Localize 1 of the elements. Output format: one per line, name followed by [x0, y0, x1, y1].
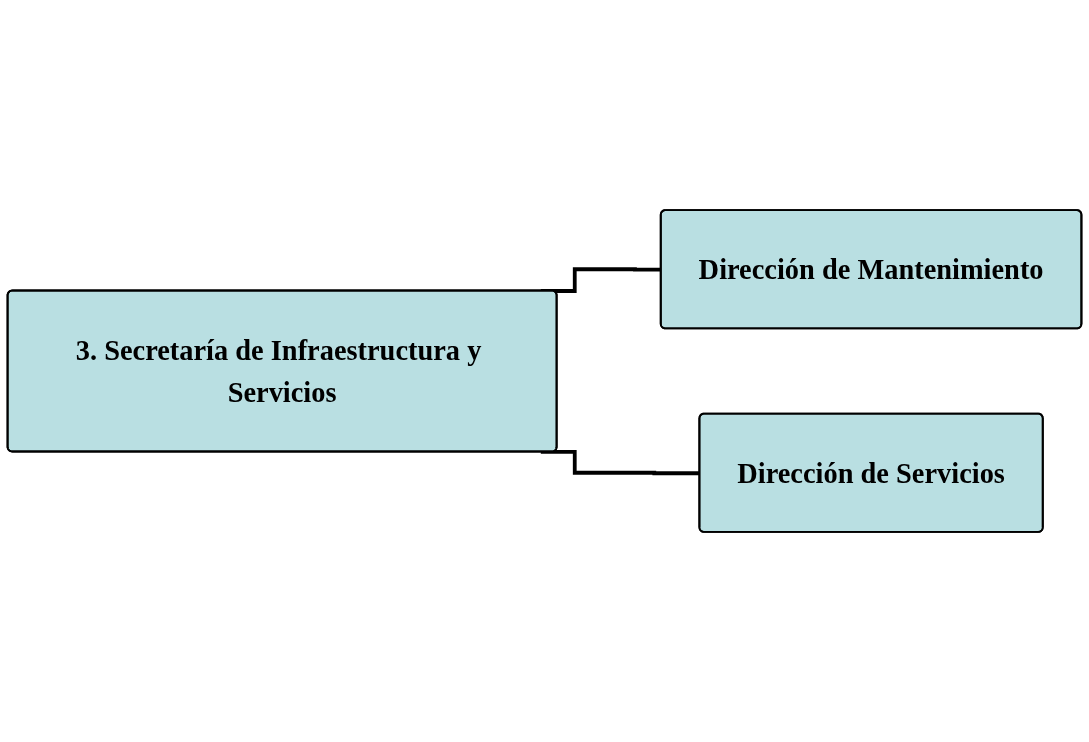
- connector: [540, 450, 700, 476]
